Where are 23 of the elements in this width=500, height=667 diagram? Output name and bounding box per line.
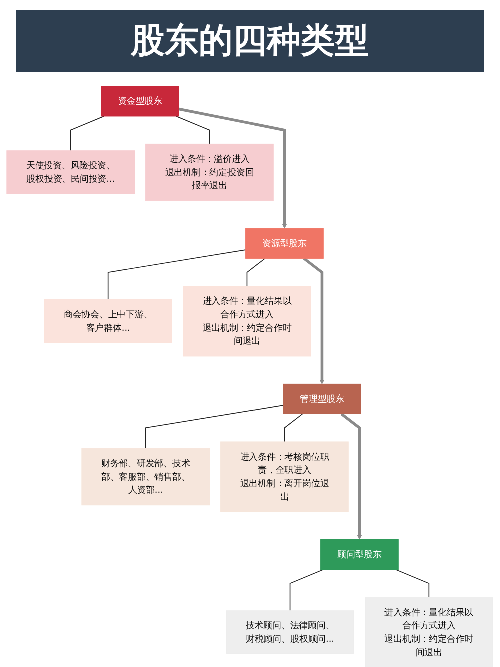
connector bbox=[395, 569, 430, 598]
node-box: 进入条件：量化结果以合作方式进入 退出机制：约定合作时间退出 bbox=[183, 286, 312, 357]
connector bbox=[70, 116, 105, 152]
title-banner: 股东的四种类型 bbox=[16, 10, 484, 72]
node-box: 天使投资、风险投资、股权投资、民间投资... bbox=[6, 150, 135, 194]
arrow bbox=[340, 413, 362, 540]
node-box: 进入条件：量化结果以合作方式进入 退出机制：约定合作时间退出 bbox=[365, 597, 494, 667]
node-box: 管理型股东 bbox=[283, 384, 362, 414]
connector bbox=[176, 116, 210, 145]
node-box: 技术顾问、法律顾问、财税顾问、股权顾问... bbox=[226, 610, 354, 654]
node-box: 商会协会、上中下游、客户群体... bbox=[44, 300, 172, 344]
arrow bbox=[178, 108, 288, 229]
connector bbox=[108, 250, 246, 300]
arrow bbox=[303, 258, 325, 384]
node-box: 财务部、研发部、技术部、客服部、销售部、人资部... bbox=[82, 448, 210, 506]
node-box: 资金型股东 bbox=[101, 86, 180, 117]
node-box: 进入条件：考核岗位职责，全职进入 退出机制：离开岗位退出 bbox=[220, 442, 349, 512]
connector bbox=[284, 414, 304, 442]
connector bbox=[145, 405, 284, 450]
node-box: 资源型股东 bbox=[246, 228, 324, 259]
node-box: 进入条件：溢价进入 退出机制：约定投资回报率退出 bbox=[146, 144, 274, 202]
node-box: 顾问型股东 bbox=[320, 540, 399, 570]
connector bbox=[246, 258, 266, 287]
